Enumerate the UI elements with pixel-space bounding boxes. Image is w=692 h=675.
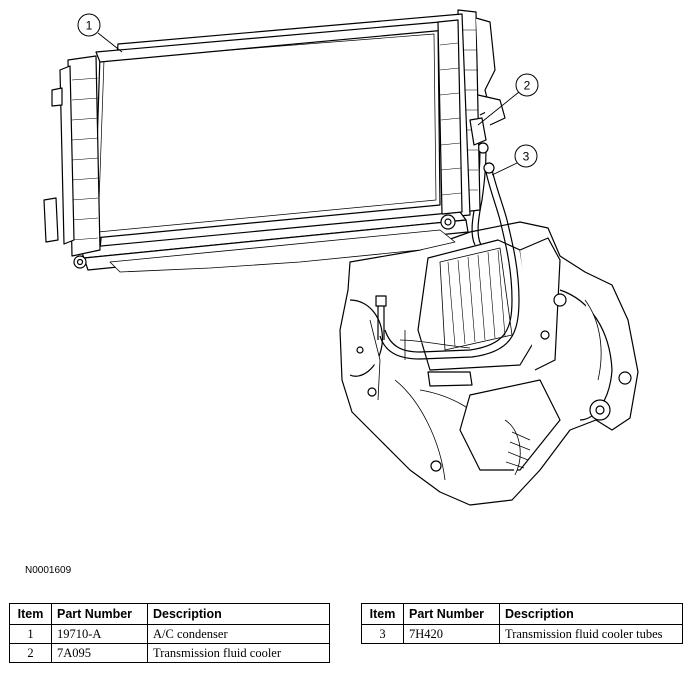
figure-id: N0001609 xyxy=(25,565,72,576)
description-cell: Transmission fluid cooler tubes xyxy=(499,624,683,644)
svg-text:1: 1 xyxy=(86,19,93,33)
part-number-cell: 7A095 xyxy=(51,643,148,663)
part-number-header: Part Number xyxy=(403,603,500,625)
part-number-cell: 19710-A xyxy=(51,624,148,644)
item-header: Item xyxy=(9,603,52,625)
item-cell: 2 xyxy=(9,643,52,663)
parts-table-right: Item Part Number Description 3 7H420 Tra… xyxy=(361,603,683,644)
table-header-row: Item Part Number Description xyxy=(9,603,330,625)
description-cell: A/C condenser xyxy=(147,624,330,644)
table-row: 2 7A095 Transmission fluid cooler xyxy=(9,643,330,663)
parts-table-left: Item Part Number Description 1 19710-A A… xyxy=(9,603,330,663)
description-header: Description xyxy=(499,603,683,625)
ac-condenser xyxy=(43,13,471,273)
transmission-assembly xyxy=(339,221,639,506)
svg-text:2: 2 xyxy=(524,79,531,93)
callout-2: 2 xyxy=(515,73,539,97)
item-header: Item xyxy=(361,603,404,625)
callout-1: 1 xyxy=(77,13,101,37)
callout-3: 3 xyxy=(514,144,538,168)
callout-leaders xyxy=(97,32,520,176)
part-number-cell: 7H420 xyxy=(403,624,500,644)
table-header-row: Item Part Number Description xyxy=(361,603,683,625)
exploded-view-illustration: 1 2 3 xyxy=(43,9,639,506)
cooler-tubes xyxy=(375,142,520,360)
description-cell: Transmission fluid cooler xyxy=(147,643,330,663)
item-cell: 1 xyxy=(9,624,52,644)
description-header: Description xyxy=(147,603,330,625)
item-cell: 3 xyxy=(361,624,404,644)
svg-text:3: 3 xyxy=(523,150,530,164)
part-number-header: Part Number xyxy=(51,603,148,625)
table-row: 1 19710-A A/C condenser xyxy=(9,624,330,644)
table-row: 3 7H420 Transmission fluid cooler tubes xyxy=(361,624,683,644)
